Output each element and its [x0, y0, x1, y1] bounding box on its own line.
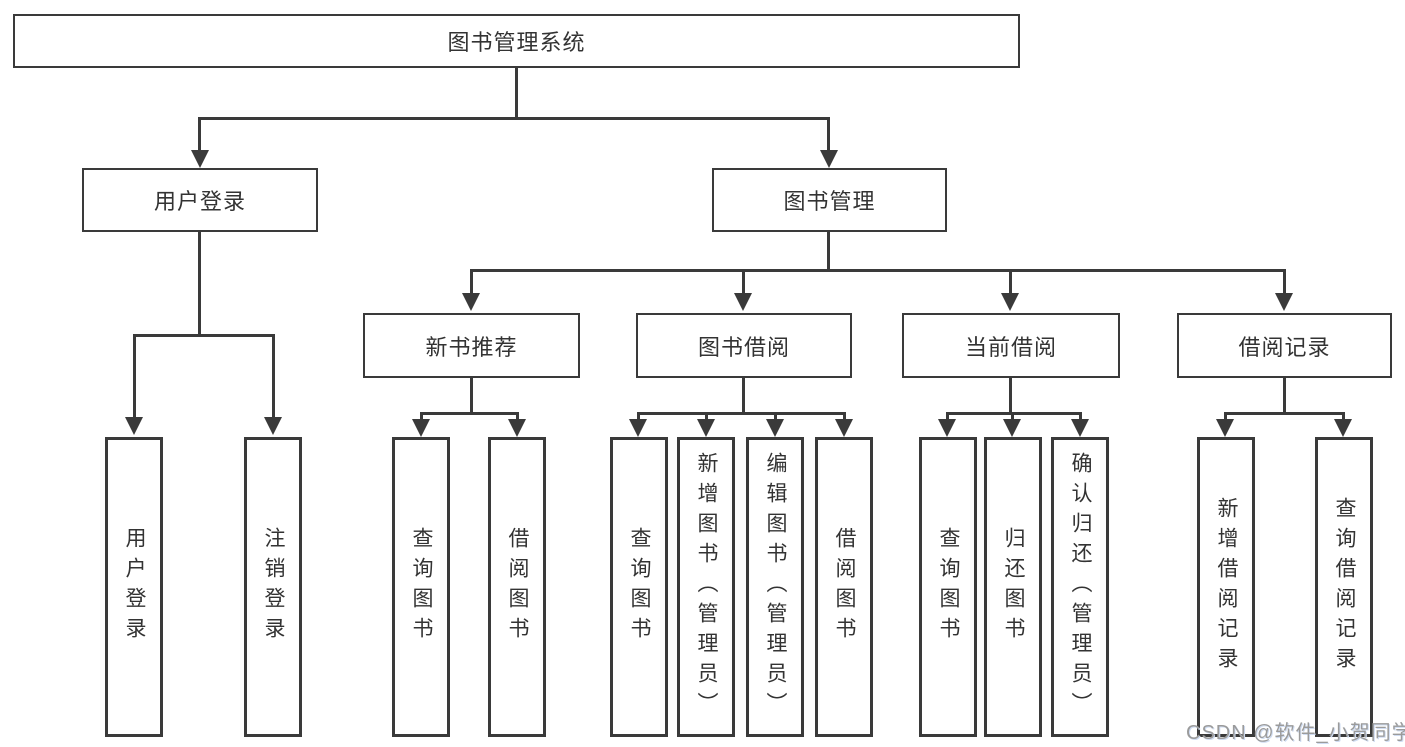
arrow-down-icon [1071, 419, 1089, 437]
leaf-add-borrow-record: 新增借阅记录 [1197, 437, 1255, 737]
connector-line [637, 412, 846, 415]
connector-line [1342, 412, 1345, 420]
node-library-management-system: 图书管理系统 [13, 14, 1020, 68]
arrow-down-icon [697, 419, 715, 437]
connector-line [827, 117, 830, 153]
connector-line [470, 269, 1285, 272]
connector-line [1009, 378, 1012, 415]
arrow-down-icon [1275, 293, 1293, 311]
arrow-down-icon [629, 419, 647, 437]
connector-line [827, 232, 830, 272]
connector-line [1283, 269, 1286, 295]
arrow-down-icon [508, 419, 526, 437]
node-user-login: 用户登录 [82, 168, 318, 232]
arrow-down-icon [734, 293, 752, 311]
arrow-down-icon [191, 150, 209, 168]
node-book-borrow: 图书借阅 [636, 313, 852, 378]
connector-line [774, 412, 777, 420]
arrow-down-icon [1216, 419, 1234, 437]
node-current-borrow: 当前借阅 [902, 313, 1120, 378]
connector-line [705, 412, 708, 420]
connector-line [272, 334, 275, 418]
connector-line [1224, 412, 1345, 415]
node-borrow-record: 借阅记录 [1177, 313, 1392, 378]
leaf-query-borrow-record: 查询借阅记录 [1315, 437, 1373, 737]
connector-line [946, 412, 1082, 415]
connector-line [1224, 412, 1227, 420]
connector-line [946, 412, 949, 420]
connector-line [198, 117, 201, 153]
arrow-down-icon [1334, 419, 1352, 437]
connector-line [133, 334, 136, 418]
arrow-down-icon [1003, 419, 1021, 437]
arrow-down-icon [766, 419, 784, 437]
arrow-down-icon [938, 419, 956, 437]
arrow-down-icon [835, 419, 853, 437]
connector-line [420, 412, 423, 420]
arrow-down-icon [264, 417, 282, 435]
connector-line [515, 68, 518, 120]
connector-line [133, 334, 274, 337]
connector-line [470, 269, 473, 295]
leaf-user-login: 用户登录 [105, 437, 163, 737]
leaf-query-book-cb: 查询图书 [919, 437, 977, 737]
connector-line [1283, 378, 1286, 415]
leaf-borrow-book-bb: 借阅图书 [815, 437, 873, 737]
connector-line [742, 269, 745, 295]
connector-line [199, 117, 830, 120]
arrow-down-icon [1001, 293, 1019, 311]
node-book-management: 图书管理 [712, 168, 947, 232]
connector-line [470, 378, 473, 415]
arrow-down-icon [820, 150, 838, 168]
leaf-return-book: 归还图书 [984, 437, 1042, 737]
connector-line [637, 412, 640, 420]
leaf-confirm-return-admin: 确认归还（管理员） [1051, 437, 1109, 737]
node-new-book-recommend: 新书推荐 [363, 313, 580, 378]
connector-line [1079, 412, 1082, 420]
arrow-down-icon [125, 417, 143, 435]
leaf-edit-book-admin: 编辑图书（管理员） [746, 437, 804, 737]
leaf-query-book-bb: 查询图书 [610, 437, 668, 737]
connector-line [1009, 269, 1012, 295]
csdn-watermark: CSDN @软件_小贺同学 [1186, 722, 1405, 744]
connector-line [843, 412, 846, 420]
leaf-add-book-admin: 新增图书（管理员） [677, 437, 735, 737]
connector-line [198, 232, 201, 337]
leaf-query-book-nb: 查询图书 [392, 437, 450, 737]
connector-line [742, 378, 745, 415]
connector-line [420, 412, 519, 415]
arrow-down-icon [412, 419, 430, 437]
connector-line [1011, 412, 1014, 420]
leaf-borrow-book-nb: 借阅图书 [488, 437, 546, 737]
connector-line [516, 412, 519, 420]
arrow-down-icon [462, 293, 480, 311]
leaf-logout: 注销登录 [244, 437, 302, 737]
